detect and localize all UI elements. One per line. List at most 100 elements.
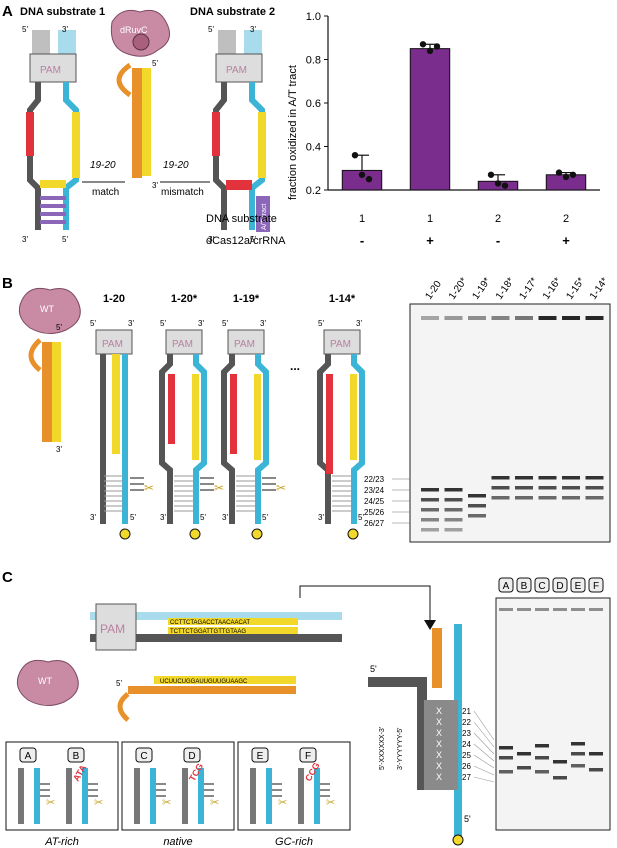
mismatch-x: X: [436, 739, 442, 749]
s2-five-prime-top: 5': [208, 25, 214, 34]
strand-blue: [150, 768, 156, 824]
strand-gray: [298, 768, 304, 824]
gel-c-bands: [499, 608, 603, 780]
gel-band: [421, 316, 439, 320]
constructs-ellipsis: ...: [290, 359, 300, 373]
band-size-label: 26/27: [364, 519, 385, 528]
crrna-c: 5' UCUUCUGGAUUGUUGUAAGC: [116, 676, 296, 722]
construct-five-prime: 5': [222, 319, 228, 328]
y-tick-label: 0.6: [306, 98, 321, 110]
crrna-hairpin-a: 5' 3': [116, 59, 158, 190]
variant-boxes: A✂B✂ATAAT-richC✂D✂TCGnativeE✂F✂CCGGC-ric…: [5, 741, 351, 848]
strand-t: [255, 354, 269, 524]
data-point: [494, 180, 502, 187]
variant-letter: F: [305, 751, 311, 762]
variant-letter-box: [67, 747, 85, 763]
gel-band: [421, 508, 439, 512]
gel-band: [421, 488, 439, 492]
gel-c-lane-label: C: [538, 581, 545, 592]
variant-caption: GC-rich: [275, 836, 313, 848]
gel-c-lane-box: [534, 577, 550, 593]
substrate-value: 1: [359, 213, 365, 225]
gel-band: [538, 486, 557, 490]
gel-b-bands: [421, 316, 604, 532]
mismatch-region: [326, 374, 333, 474]
at-tract-stripes-1: [40, 196, 66, 224]
data-point: [562, 173, 570, 181]
construct-three-prime: 3': [260, 319, 266, 328]
gel-band: [444, 518, 463, 522]
gel-band: [491, 316, 510, 320]
gel-band: [421, 518, 439, 522]
data-point: [351, 152, 359, 159]
construct-three-prime-bottom: 3': [160, 513, 166, 522]
variant-letter: B: [73, 751, 80, 762]
gel-band: [538, 476, 557, 480]
y-ticks: 0.20.40.60.81.0: [306, 11, 328, 197]
band-size-label: 25/26: [364, 508, 385, 517]
construct-five-prime: 5': [90, 319, 96, 328]
position-leader: [473, 732, 495, 755]
gel-band: [491, 496, 510, 500]
data-point: [555, 169, 563, 176]
construct-three-prime: 3': [356, 319, 362, 328]
strand-blue: [266, 768, 272, 824]
gel-band: [562, 476, 580, 480]
gel-band: [444, 508, 463, 512]
panel-c-dna-schematic: PAM CCTTCTAGACCTAACAACAT TCTTCTGGATTGTTG…: [90, 585, 436, 651]
mismatch-x: X: [436, 761, 442, 771]
mismatch-x: X: [436, 772, 442, 782]
gel-b-lane-label: 1-19*: [470, 276, 493, 302]
radiolabel-icon: [251, 528, 263, 540]
rna-dna-hybrid: [254, 374, 261, 460]
match-label-1: 19-20: [90, 160, 116, 171]
scissors-icon: ✂: [94, 797, 103, 809]
gel-c: [495, 597, 611, 831]
gel-band: [499, 746, 513, 750]
substrate-value: 2: [563, 213, 569, 225]
construct-three-prime-bottom: 3': [318, 513, 324, 522]
gel-c-lane-label: F: [593, 581, 599, 592]
construct-five-prime: 5': [318, 319, 324, 328]
construct-pam: PAM: [172, 339, 193, 350]
gel-band: [515, 476, 533, 480]
s1-three-prime-bottom: 3': [22, 235, 28, 244]
data-point: [426, 47, 434, 54]
scissors-icon: ✂: [276, 481, 286, 495]
strand-t: [351, 354, 365, 524]
gel-band: [499, 756, 513, 760]
gel-band: [468, 316, 486, 320]
guide-seq: UCUUCUGGAUUGUUGUAAGC: [160, 679, 248, 685]
wt-label-b: WT: [40, 304, 54, 314]
seq-x: 5'-XXXXXX-3': [379, 727, 386, 770]
scissors-icon: ✂: [144, 481, 154, 495]
construct-five-prime-bottom: 5': [358, 513, 364, 522]
strand-nt: [159, 354, 173, 524]
construct-title: 1-20*: [171, 293, 198, 305]
at-tract-label: A/T tract: [261, 204, 268, 230]
gel-band: [517, 752, 531, 756]
strand-gray: [18, 768, 24, 824]
construct-pam-box: [165, 329, 203, 355]
construct-three-prime-bottom: 3': [222, 513, 228, 522]
gel-band: [571, 742, 585, 746]
mismatch-x: X: [436, 728, 442, 738]
gel-band: [491, 476, 510, 480]
variant-caption: native: [163, 836, 192, 848]
s2-three-prime-bottom: 3': [208, 235, 214, 244]
gel-band: [538, 316, 557, 320]
mismatch-region: [230, 374, 237, 454]
position-leader: [473, 721, 495, 748]
cas12a-value: +: [426, 233, 434, 248]
crrna-five-prime: 5': [152, 59, 158, 68]
variant-letter-box: [299, 747, 317, 763]
variant-caption: AT-rich: [44, 836, 79, 848]
construct-pam-box: [227, 329, 265, 355]
position-label: 23: [462, 729, 471, 738]
mismatch-region: [168, 374, 175, 444]
band-size-label: 24/25: [364, 497, 385, 506]
